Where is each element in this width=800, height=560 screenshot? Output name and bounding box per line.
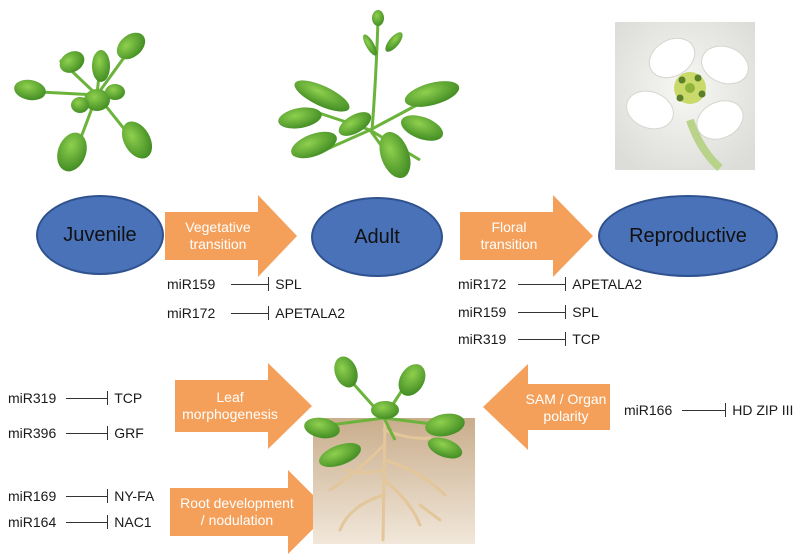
mirna-label: miR319 [458,331,507,347]
flower-image [615,22,755,171]
root-development-label: Root development / nodulation [172,490,302,534]
mirna-label: miR319 [8,390,57,406]
sam-line1: SAM / Organ [525,391,607,407]
stage-adult-label: Adult [354,225,400,248]
regulation-row: miR172 APETALA2 [167,305,345,321]
adult-plant-image [278,10,460,179]
mirna-label: miR169 [8,488,57,504]
target-gene: NY-FA [114,488,155,504]
target-gene: GRF [114,425,144,441]
floral-transition-arrow [460,195,593,277]
vegetative-transition-arrow [165,195,297,277]
stage-adult: Adult [311,197,443,277]
mirna-label: miR172 [458,276,507,292]
plant-root-image [304,356,475,544]
sam-polarity-arrow [483,364,610,450]
juvenile-plant-image [14,32,153,172]
mirna-label: miR396 [8,425,57,441]
mirna-label: miR166 [624,402,673,418]
mirna-label: miR159 [167,276,216,292]
vegetative-line1: Vegetative [185,219,251,235]
regulation-row: miR159 SPL [458,304,599,320]
floral-line2: transition [480,236,538,252]
regulation-row: miR172 APETALA2 [458,276,642,292]
mirna-label: miR164 [8,514,57,530]
target-gene: TCP [114,390,143,406]
root-development-arrow [170,470,330,554]
stage-reproductive-label: Reproductive [629,224,747,247]
inhibition-line [66,391,109,405]
sam-line2: polarity [543,408,589,424]
mirna-label: miR172 [167,305,216,321]
vegetative-transition-label: Vegetative transition [170,212,266,260]
stage-juvenile-label: Juvenile [63,223,137,246]
mirna-label: miR159 [458,304,507,320]
leaf-morphogenesis-arrow [175,363,312,449]
regulation-row: miR169 NY-FA [8,488,154,504]
target-gene: APETALA2 [275,305,346,321]
leaf-morphogenesis-label: Leaf morphogenesis [180,382,280,430]
regulation-row: miR159 SPL [167,276,302,292]
leaf-line2: morphogenesis [182,406,278,422]
inhibition-line [231,277,270,291]
inhibition-line [518,277,567,291]
vegetative-line2: transition [189,236,247,252]
sam-polarity-label: SAM / Organ polarity [520,386,612,430]
floral-line1: Floral [491,219,527,235]
inhibition-line [66,426,109,440]
root-line1: Root development [180,495,294,511]
target-gene: HD ZIP III [732,402,794,418]
stage-juvenile: Juvenile [36,195,164,275]
regulation-row: miR166 HD ZIP III [624,402,793,418]
inhibition-line [66,515,109,529]
regulation-row: miR319 TCP [458,331,600,347]
floral-transition-label: Floral transition [464,212,554,260]
regulation-row: miR319 TCP [8,390,142,406]
leaf-line1: Leaf [216,389,244,405]
inhibition-line [66,489,109,503]
inhibition-line [682,403,727,417]
inhibition-line [231,306,270,320]
target-gene: SPL [572,304,599,320]
regulation-row: miR164 NAC1 [8,514,152,530]
target-gene: NAC1 [114,514,152,530]
target-gene: APETALA2 [572,276,643,292]
target-gene: SPL [275,276,302,292]
regulation-row: miR396 GRF [8,425,144,441]
root-line2: / nodulation [200,512,274,528]
inhibition-line [518,305,567,319]
stage-reproductive: Reproductive [598,195,778,277]
target-gene: TCP [572,331,601,347]
inhibition-line [518,332,567,346]
